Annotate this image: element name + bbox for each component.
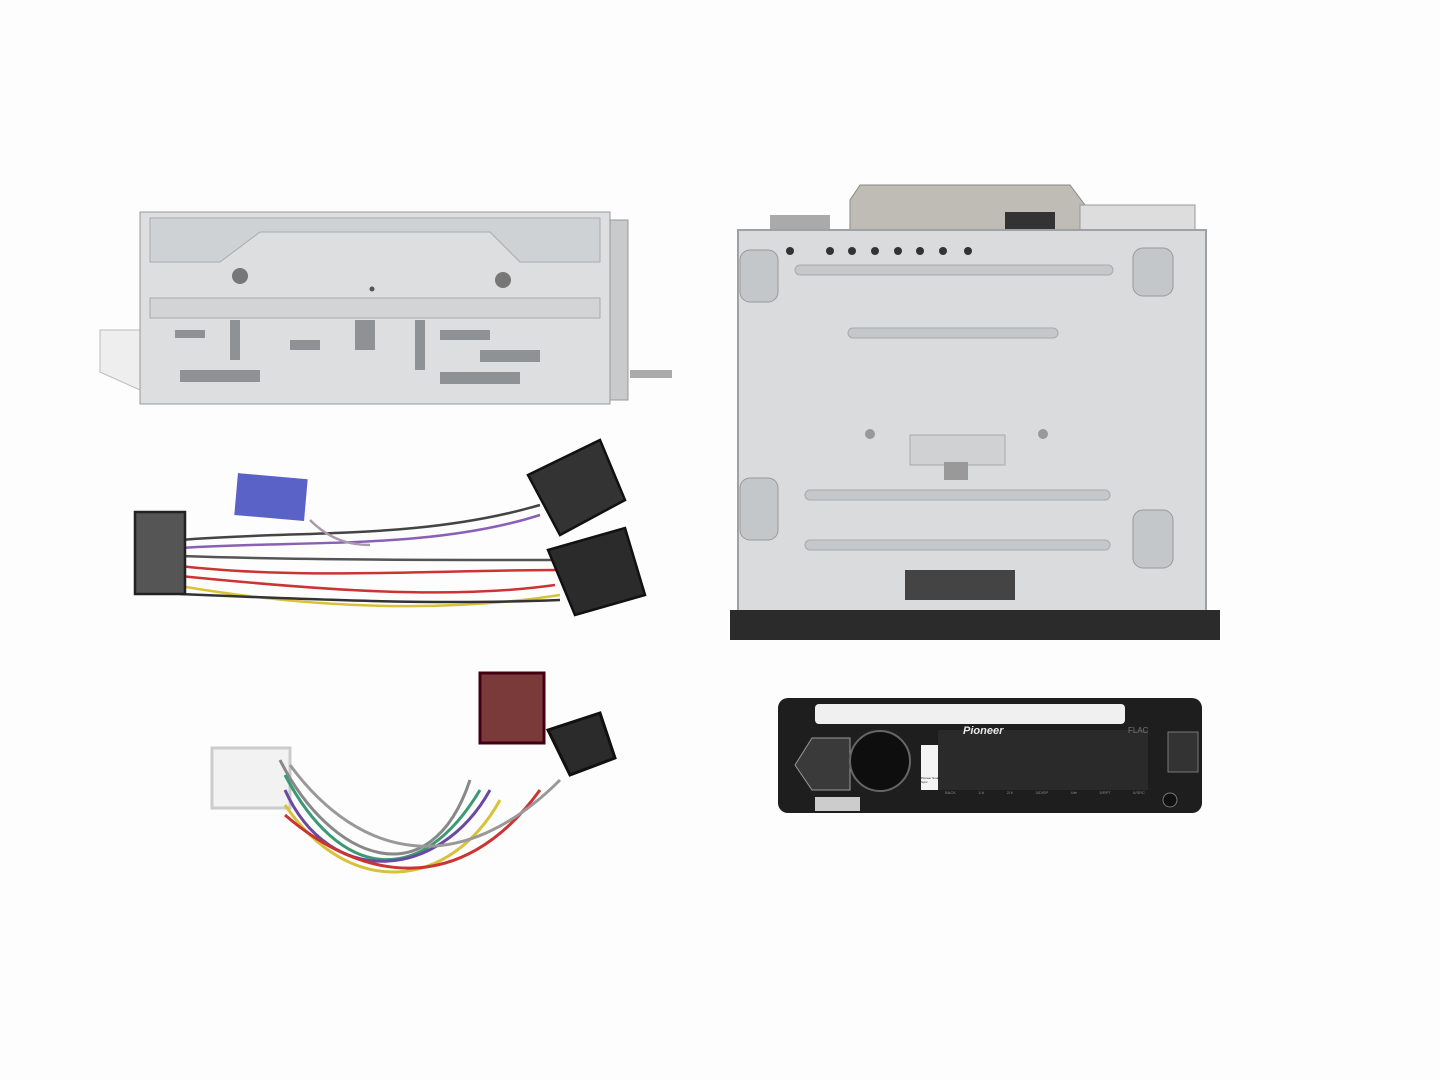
iso-adapter-harness	[210, 671, 617, 874]
faceplate-brand: Pioneer	[963, 725, 1004, 737]
mounting-sleeve	[99, 211, 672, 405]
faceplate-buttons: BACK 1/∧ 2/∨ 3/DISP 4/⏯ 5/RPT 6/SRC	[945, 790, 1145, 795]
iso-wiring-harness	[133, 438, 647, 617]
button-label: 3/DISP	[1035, 790, 1049, 795]
button-label: BACK	[945, 790, 956, 795]
button-label: 1/∧	[978, 790, 985, 795]
head-unit-chassis	[730, 184, 1220, 640]
button-label: 4/⏯	[1070, 790, 1078, 795]
smart-sync-label: Pioneer Smart Sync	[921, 776, 941, 784]
detachable-faceplate	[778, 698, 1202, 813]
button-label: 6/SRC	[1133, 790, 1145, 795]
button-label: 5/RPT	[1099, 790, 1111, 795]
flac-badge: FLAC	[1128, 726, 1149, 735]
button-label: 2/∨	[1006, 790, 1014, 795]
